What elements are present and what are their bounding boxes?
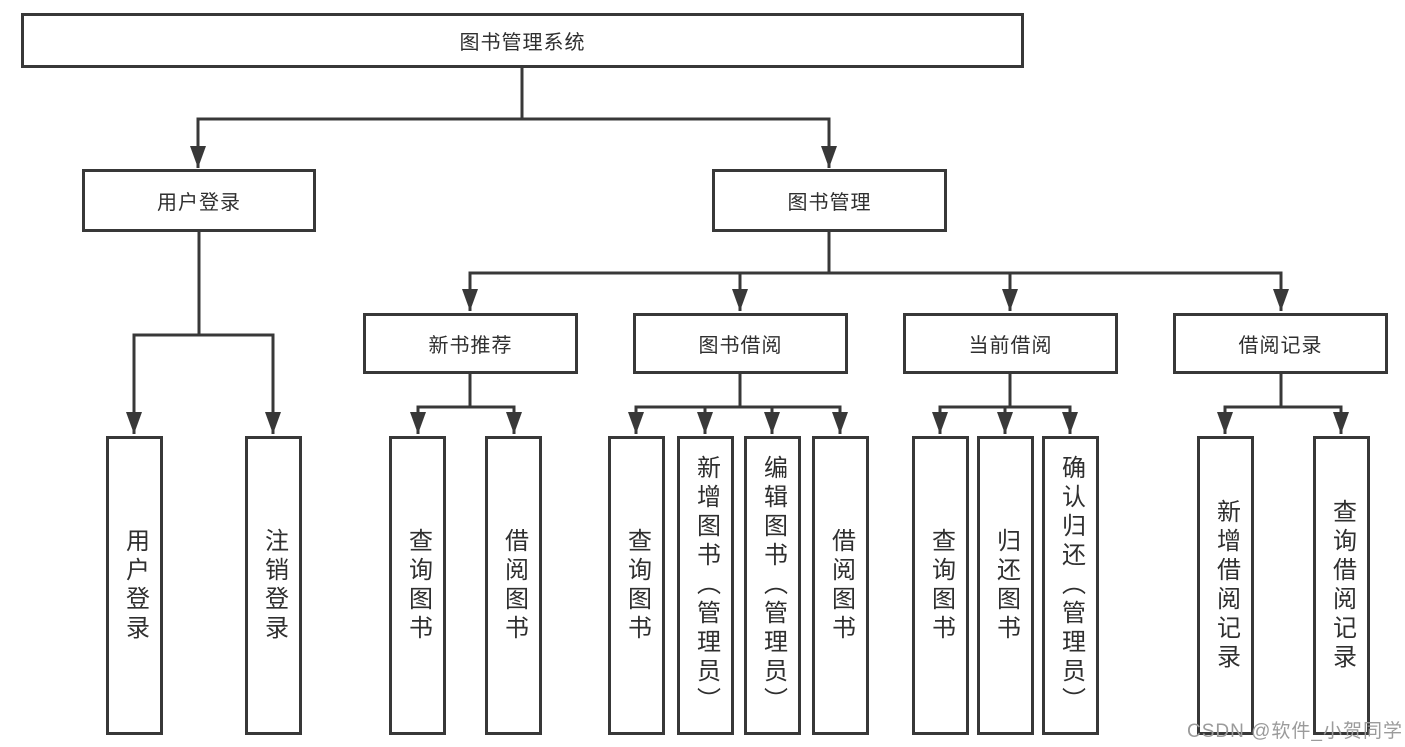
- leaf-label: 用户登录: [121, 527, 149, 644]
- leaf-label: 查询借阅记录: [1328, 498, 1356, 673]
- leaf-confirm-return-admin: 确认归还（管理员）: [1042, 436, 1099, 735]
- leaf-borrow-books-recommend: 借阅图书: [485, 436, 542, 735]
- leaf-return-books: 归还图书: [977, 436, 1034, 735]
- node-label: 新书推荐: [428, 335, 513, 357]
- leaf-logout: 注销登录: [245, 436, 302, 735]
- node-label: 图书管理: [787, 192, 872, 214]
- leaf-user-login: 用户登录: [106, 436, 163, 735]
- watermark: CSDN @软件_小贺同学: [1187, 721, 1403, 742]
- leaf-label: 查询图书: [623, 527, 651, 644]
- node-new-book-recommendation: 新书推荐: [363, 313, 578, 374]
- node-label: 用户登录: [157, 192, 241, 214]
- leaf-label: 查询图书: [927, 527, 955, 644]
- leaf-label: 借阅图书: [827, 527, 855, 644]
- node-book-management: 图书管理: [712, 169, 947, 232]
- leaf-label: 归还图书: [992, 527, 1020, 644]
- node-label: 当前借阅: [968, 335, 1053, 357]
- leaf-label: 确认归还（管理员）: [1057, 455, 1085, 716]
- leaf-query-books-borrowing: 查询图书: [608, 436, 665, 735]
- leaf-borrow-books: 借阅图书: [812, 436, 869, 735]
- leaf-label: 新增图书（管理员）: [692, 455, 720, 716]
- node-label: 图书借阅: [698, 335, 783, 357]
- node-borrowing-records: 借阅记录: [1173, 313, 1388, 374]
- leaf-edit-books-admin: 编辑图书（管理员）: [744, 436, 801, 735]
- leaf-query-books-current: 查询图书: [912, 436, 969, 735]
- node-user-login: 用户登录: [82, 169, 316, 232]
- leaf-query-borrow-record: 查询借阅记录: [1313, 436, 1370, 735]
- leaf-label: 编辑图书（管理员）: [759, 455, 787, 716]
- node-label: 图书管理系统: [459, 32, 586, 54]
- node-root: 图书管理系统: [21, 13, 1024, 68]
- node-label: 借阅记录: [1238, 335, 1323, 357]
- leaf-label: 借阅图书: [500, 527, 528, 644]
- leaf-label: 注销登录: [260, 527, 288, 644]
- leaf-label: 查询图书: [404, 527, 432, 644]
- leaf-add-books-admin: 新增图书（管理员）: [677, 436, 734, 735]
- leaf-add-borrow-record: 新增借阅记录: [1197, 436, 1254, 735]
- node-current-borrowing: 当前借阅: [903, 313, 1118, 374]
- node-book-borrowing: 图书借阅: [633, 313, 848, 374]
- leaf-label: 新增借阅记录: [1212, 498, 1240, 673]
- leaf-query-books-recommend: 查询图书: [389, 436, 446, 735]
